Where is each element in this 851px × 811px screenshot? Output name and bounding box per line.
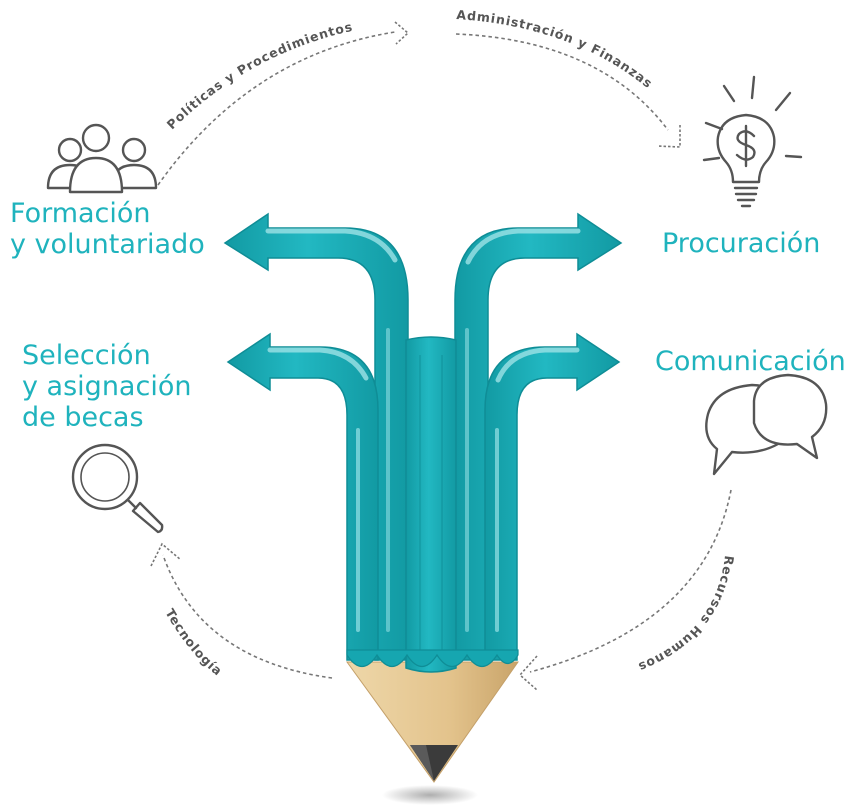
area-label-procuracion-line1: Procuración <box>662 228 821 259</box>
area-label-seleccion: Selección y asignación de becas <box>22 340 191 433</box>
arrow-lower-left <box>226 332 379 661</box>
area-label-seleccion-line1: Selección <box>22 340 151 371</box>
cycle-label-administracion: Administración y Finanzas <box>456 7 656 91</box>
area-label-formacion-line1: Formación <box>10 198 151 229</box>
area-label-seleccion-line3: de becas <box>22 402 144 433</box>
connector-top-right <box>455 33 669 131</box>
area-label-comunicacion-line1: Comunicación <box>655 346 846 377</box>
cycle-label-recursos: Recursos Humanos <box>636 555 737 676</box>
area-label-comunicacion: Comunicación <box>655 346 846 377</box>
lightbulb-dollar-icon <box>702 75 803 208</box>
connector-top-left-arrowhead <box>394 21 410 45</box>
cycle-label-politicas: Políticas y Procedimientos <box>164 19 355 132</box>
arrow-up-left <box>223 212 409 661</box>
magnifier-icon <box>71 443 164 534</box>
pencil-shadow <box>382 785 478 805</box>
connector-bottom-left-arrowhead <box>150 542 182 567</box>
connector-top-right-arrowhead <box>656 125 681 148</box>
connector-top-left <box>157 31 396 186</box>
chat-bubbles-icon <box>705 373 828 476</box>
connector-bottom-right <box>529 489 732 673</box>
area-label-formacion: Formación y voluntariado <box>10 198 205 260</box>
people-group-icon <box>46 123 158 194</box>
arrow-up-right <box>454 212 623 661</box>
area-label-formacion-line2: y voluntariado <box>10 229 205 260</box>
pencil-center-column <box>405 336 457 673</box>
area-label-procuracion: Procuración <box>662 228 820 259</box>
cycle-label-tecnologia: Tecnología <box>162 606 225 679</box>
connector-bottom-left <box>162 554 333 679</box>
connector-bottom-right-arrowhead <box>518 655 538 691</box>
pencil-arrows-illustration <box>223 212 623 805</box>
pencil-wood <box>347 662 518 782</box>
pencil-scalloped-edge <box>346 649 519 668</box>
area-label-seleccion-line2: y asignación <box>22 371 192 402</box>
arrow-lower-right <box>484 332 621 661</box>
